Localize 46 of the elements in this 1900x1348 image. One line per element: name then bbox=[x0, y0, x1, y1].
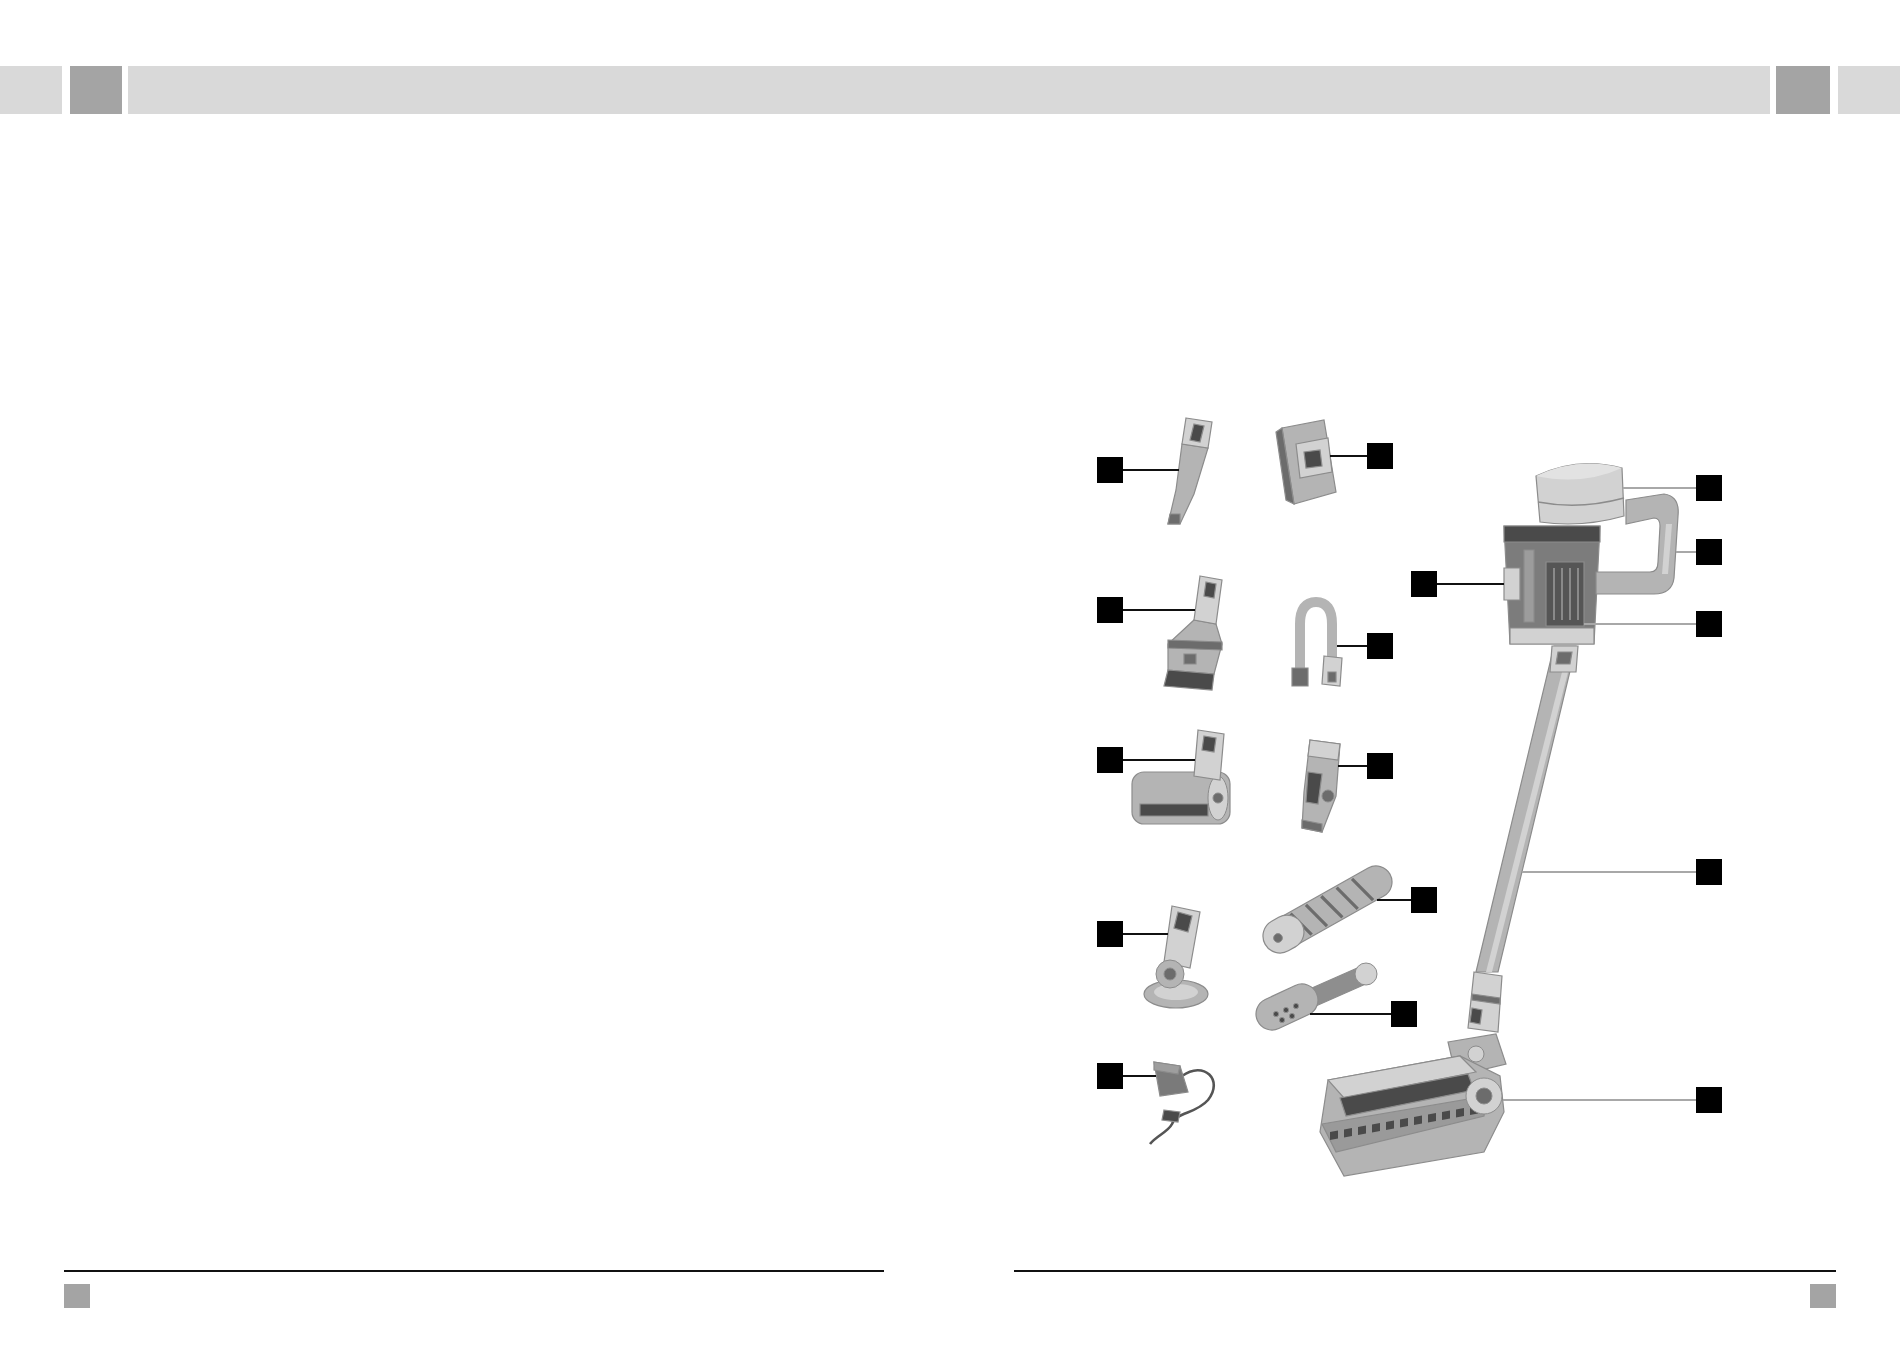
bristle-brush-roll bbox=[1255, 962, 1378, 1031]
leader-line bbox=[1122, 933, 1169, 935]
leader-line bbox=[1436, 583, 1505, 585]
leader-line bbox=[1675, 551, 1697, 553]
wall-bracket bbox=[1275, 419, 1337, 506]
leader-line bbox=[1122, 1075, 1157, 1077]
callout-marker bbox=[1411, 571, 1437, 597]
mini-brush-head bbox=[1131, 729, 1231, 825]
callout-marker bbox=[1367, 633, 1393, 659]
leader-line bbox=[1122, 609, 1196, 611]
leader-line bbox=[1622, 487, 1697, 489]
leader-line bbox=[1376, 899, 1412, 901]
filter bbox=[1545, 561, 1585, 627]
leader-line bbox=[1337, 765, 1368, 767]
brush-nozzle bbox=[1163, 575, 1223, 691]
charger bbox=[1149, 1061, 1216, 1145]
motor-unit bbox=[1535, 462, 1625, 525]
callout-marker bbox=[1097, 921, 1123, 947]
leader-line bbox=[1583, 623, 1697, 625]
leader-line bbox=[1329, 455, 1368, 457]
callout-marker bbox=[1411, 887, 1437, 913]
callout-marker bbox=[1696, 1087, 1722, 1113]
callout-marker bbox=[1367, 443, 1393, 469]
leader-line bbox=[1502, 1099, 1697, 1101]
handle bbox=[1595, 493, 1679, 595]
callout-marker bbox=[1097, 457, 1123, 483]
floor-head bbox=[1319, 1033, 1507, 1177]
callout-marker bbox=[1696, 611, 1722, 637]
leader-line bbox=[1122, 469, 1180, 471]
bent-hose bbox=[1291, 597, 1343, 687]
callout-marker bbox=[1391, 1001, 1417, 1027]
callout-marker bbox=[1696, 475, 1722, 501]
callout-marker bbox=[1696, 859, 1722, 885]
callout-marker bbox=[1097, 1063, 1123, 1089]
roller-brush bbox=[1262, 865, 1393, 954]
callout-marker bbox=[1097, 597, 1123, 623]
dust-container bbox=[1503, 525, 1601, 645]
callout-marker bbox=[1367, 753, 1393, 779]
callout-marker bbox=[1097, 747, 1123, 773]
leader-line bbox=[1309, 1013, 1392, 1015]
leader-line bbox=[1336, 645, 1368, 647]
crevice-nozzle bbox=[1167, 417, 1213, 525]
leader-line bbox=[1122, 759, 1196, 761]
short-nozzle bbox=[1301, 739, 1341, 833]
callout-marker bbox=[1696, 539, 1722, 565]
round-foot-nozzle bbox=[1143, 905, 1209, 1009]
